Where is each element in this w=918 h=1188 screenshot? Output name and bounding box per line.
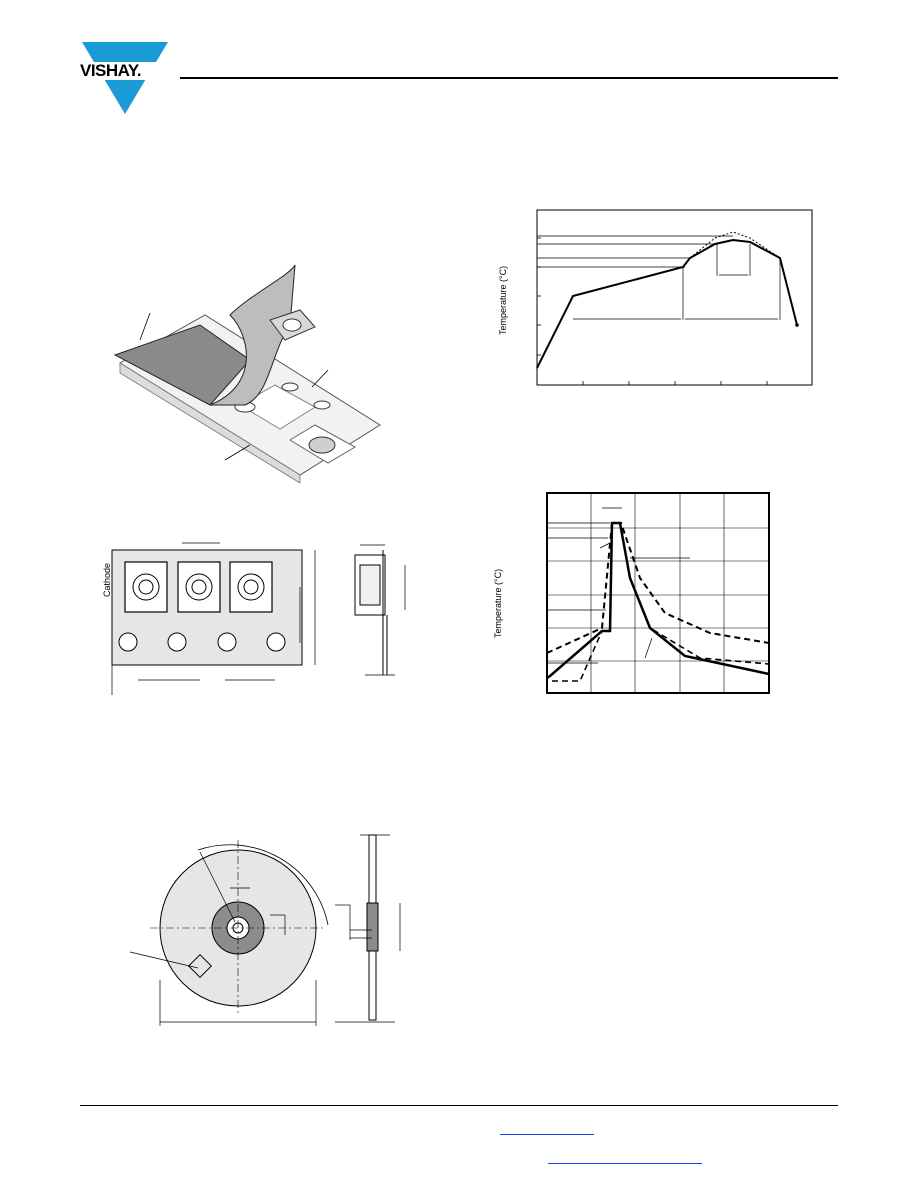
header-rule	[180, 77, 838, 79]
footer-link-2[interactable]	[548, 1163, 702, 1164]
logo-wordmark: VISHAY.	[80, 61, 142, 80]
vishay-logo: VISHAY.	[78, 40, 178, 116]
wave-profile-chart: Temperature (°C)	[490, 488, 775, 698]
tape-3d-illustration	[100, 255, 390, 495]
footer-rule	[80, 1105, 838, 1106]
cathode-label: Cathode	[102, 562, 112, 597]
tape-dimension-drawing: Cathode	[100, 535, 410, 700]
reflow-plot-area	[536, 209, 813, 386]
footer-link-1[interactable]	[500, 1134, 594, 1135]
wave-plot-area	[546, 492, 770, 694]
reflow-ylabel: Temperature (°C)	[498, 265, 508, 335]
reel-dimension-drawing	[110, 830, 410, 1030]
wave-ylabel: Temperature (°C)	[493, 568, 503, 638]
reflow-profile-chart: Temperature (°C)	[495, 200, 825, 400]
